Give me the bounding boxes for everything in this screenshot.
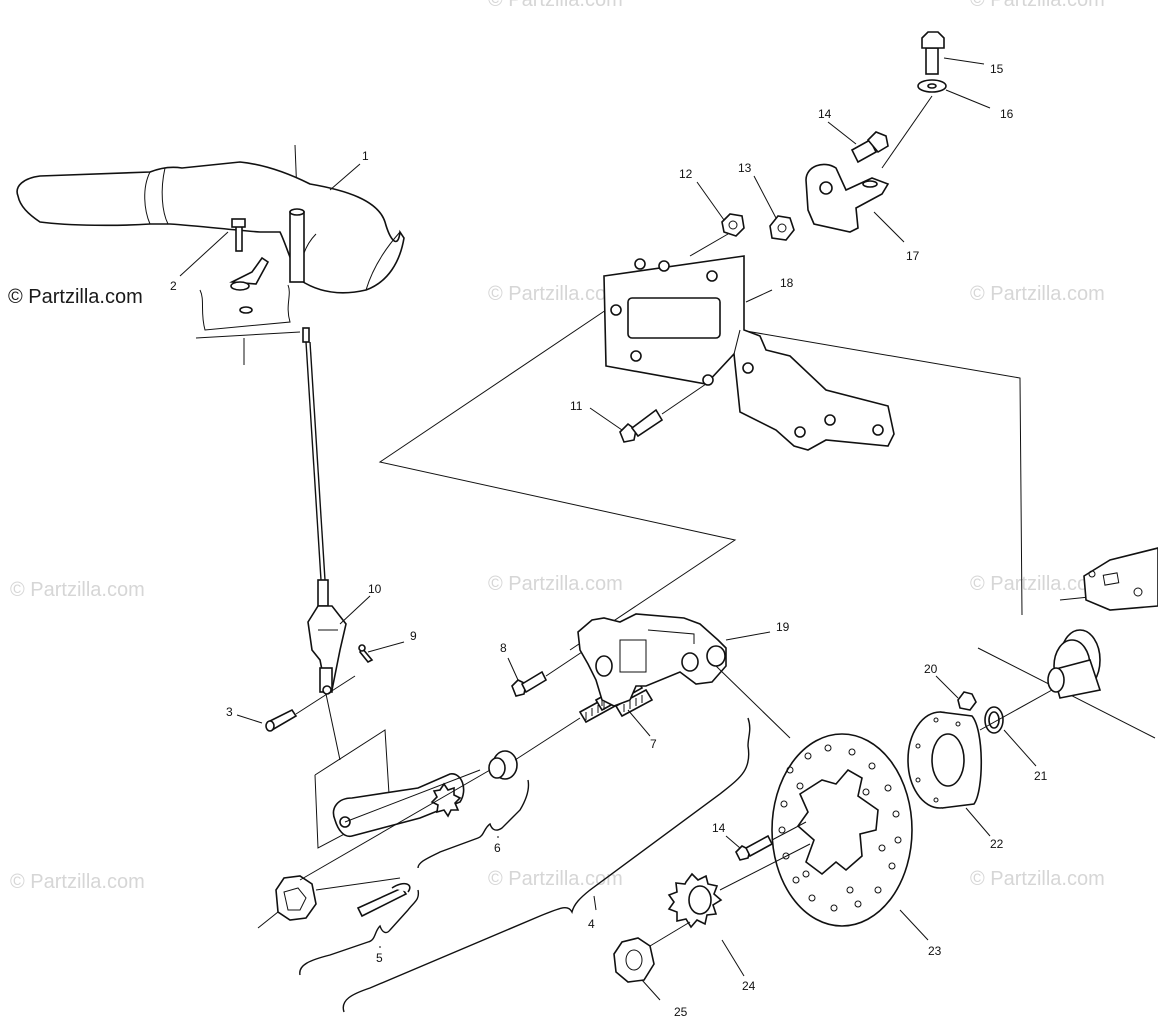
watermark-main: © Partzilla.com xyxy=(8,286,143,308)
brake-hub xyxy=(907,689,1053,809)
caliper-bolt xyxy=(511,651,583,697)
callout-23: 23 xyxy=(928,944,942,958)
callout-20: 20 xyxy=(924,662,938,676)
leader-lines xyxy=(179,57,1037,1001)
watermark: © Partzilla.com xyxy=(488,283,623,305)
bracket-bolt xyxy=(619,383,707,443)
callout-14-lower: 14 xyxy=(712,821,726,835)
callout-18: 18 xyxy=(780,276,794,290)
callout-9: 9 xyxy=(410,629,417,643)
handle-mount-bracket xyxy=(195,218,301,365)
driveshaft-end xyxy=(1047,547,1158,699)
mounting-bracket xyxy=(603,255,895,451)
callout-19: 19 xyxy=(776,620,790,634)
callout-22: 22 xyxy=(990,837,1004,851)
callout-17: 17 xyxy=(906,249,920,263)
angle-bracket xyxy=(805,163,890,233)
clevis xyxy=(307,605,347,761)
brake-lever-handle xyxy=(16,161,405,294)
watermark: © Partzilla.com xyxy=(10,579,145,601)
brake-disc xyxy=(771,733,913,927)
callout-6: 6 xyxy=(494,841,501,855)
group-braces xyxy=(299,717,751,1013)
watermark: © Partzilla.com xyxy=(488,0,623,11)
callout-13: 13 xyxy=(738,161,752,175)
callout-11: 11 xyxy=(570,399,583,413)
watermark: © Partzilla.com xyxy=(488,573,623,595)
watermark: © Partzilla.com xyxy=(970,868,1105,890)
spacer-bushing xyxy=(299,717,581,881)
callout-21: 21 xyxy=(1034,769,1048,783)
washer-16 xyxy=(881,79,947,169)
brake-caliper xyxy=(577,613,791,739)
callout-12: 12 xyxy=(679,167,693,181)
clevis-pin xyxy=(265,675,356,732)
callout-5: 5 xyxy=(376,951,383,965)
callout-14-upper: 14 xyxy=(818,107,832,121)
callout-10: 10 xyxy=(368,582,382,596)
brake-cable xyxy=(302,327,329,607)
callout-labels: 1 2 3 4 5 6 7 8 9 10 11 12 13 14 14 15 1… xyxy=(170,62,1048,1019)
hub-nut-20 xyxy=(957,691,977,711)
hex-nut-12 xyxy=(689,213,745,257)
callout-24: 24 xyxy=(742,979,756,993)
actuator-arm xyxy=(332,769,481,838)
tab-lock-washer xyxy=(667,843,811,929)
disc-bolt xyxy=(735,821,807,861)
callout-25: 25 xyxy=(674,1005,688,1019)
watermark: © Partzilla.com xyxy=(10,871,145,893)
callout-3: 3 xyxy=(226,705,233,719)
hub-washer-21 xyxy=(984,706,1004,734)
phantom-lines xyxy=(294,144,1158,849)
hex-nut-13 xyxy=(769,215,795,241)
bolt-15 xyxy=(921,31,945,75)
watermark: © Partzilla.com xyxy=(970,283,1105,305)
callout-2: 2 xyxy=(170,279,177,293)
callout-7: 7 xyxy=(650,737,657,751)
watermark: © Partzilla.com xyxy=(970,573,1105,595)
watermark: © Partzilla.com xyxy=(970,0,1105,11)
cotter-pin-small xyxy=(358,644,374,664)
callout-1: 1 xyxy=(362,149,369,163)
callout-4: 4 xyxy=(588,917,595,931)
castle-nut xyxy=(257,875,411,929)
callout-8: 8 xyxy=(500,641,507,655)
watermark: © Partzilla.com xyxy=(488,868,623,890)
callout-16: 16 xyxy=(1000,107,1014,121)
watermark-layer: © Partzilla.com © Partzilla.com © Partzi… xyxy=(8,0,1105,893)
disc-hex-nut xyxy=(613,921,691,983)
callout-15: 15 xyxy=(990,62,1004,76)
bolt-14 xyxy=(850,131,889,164)
